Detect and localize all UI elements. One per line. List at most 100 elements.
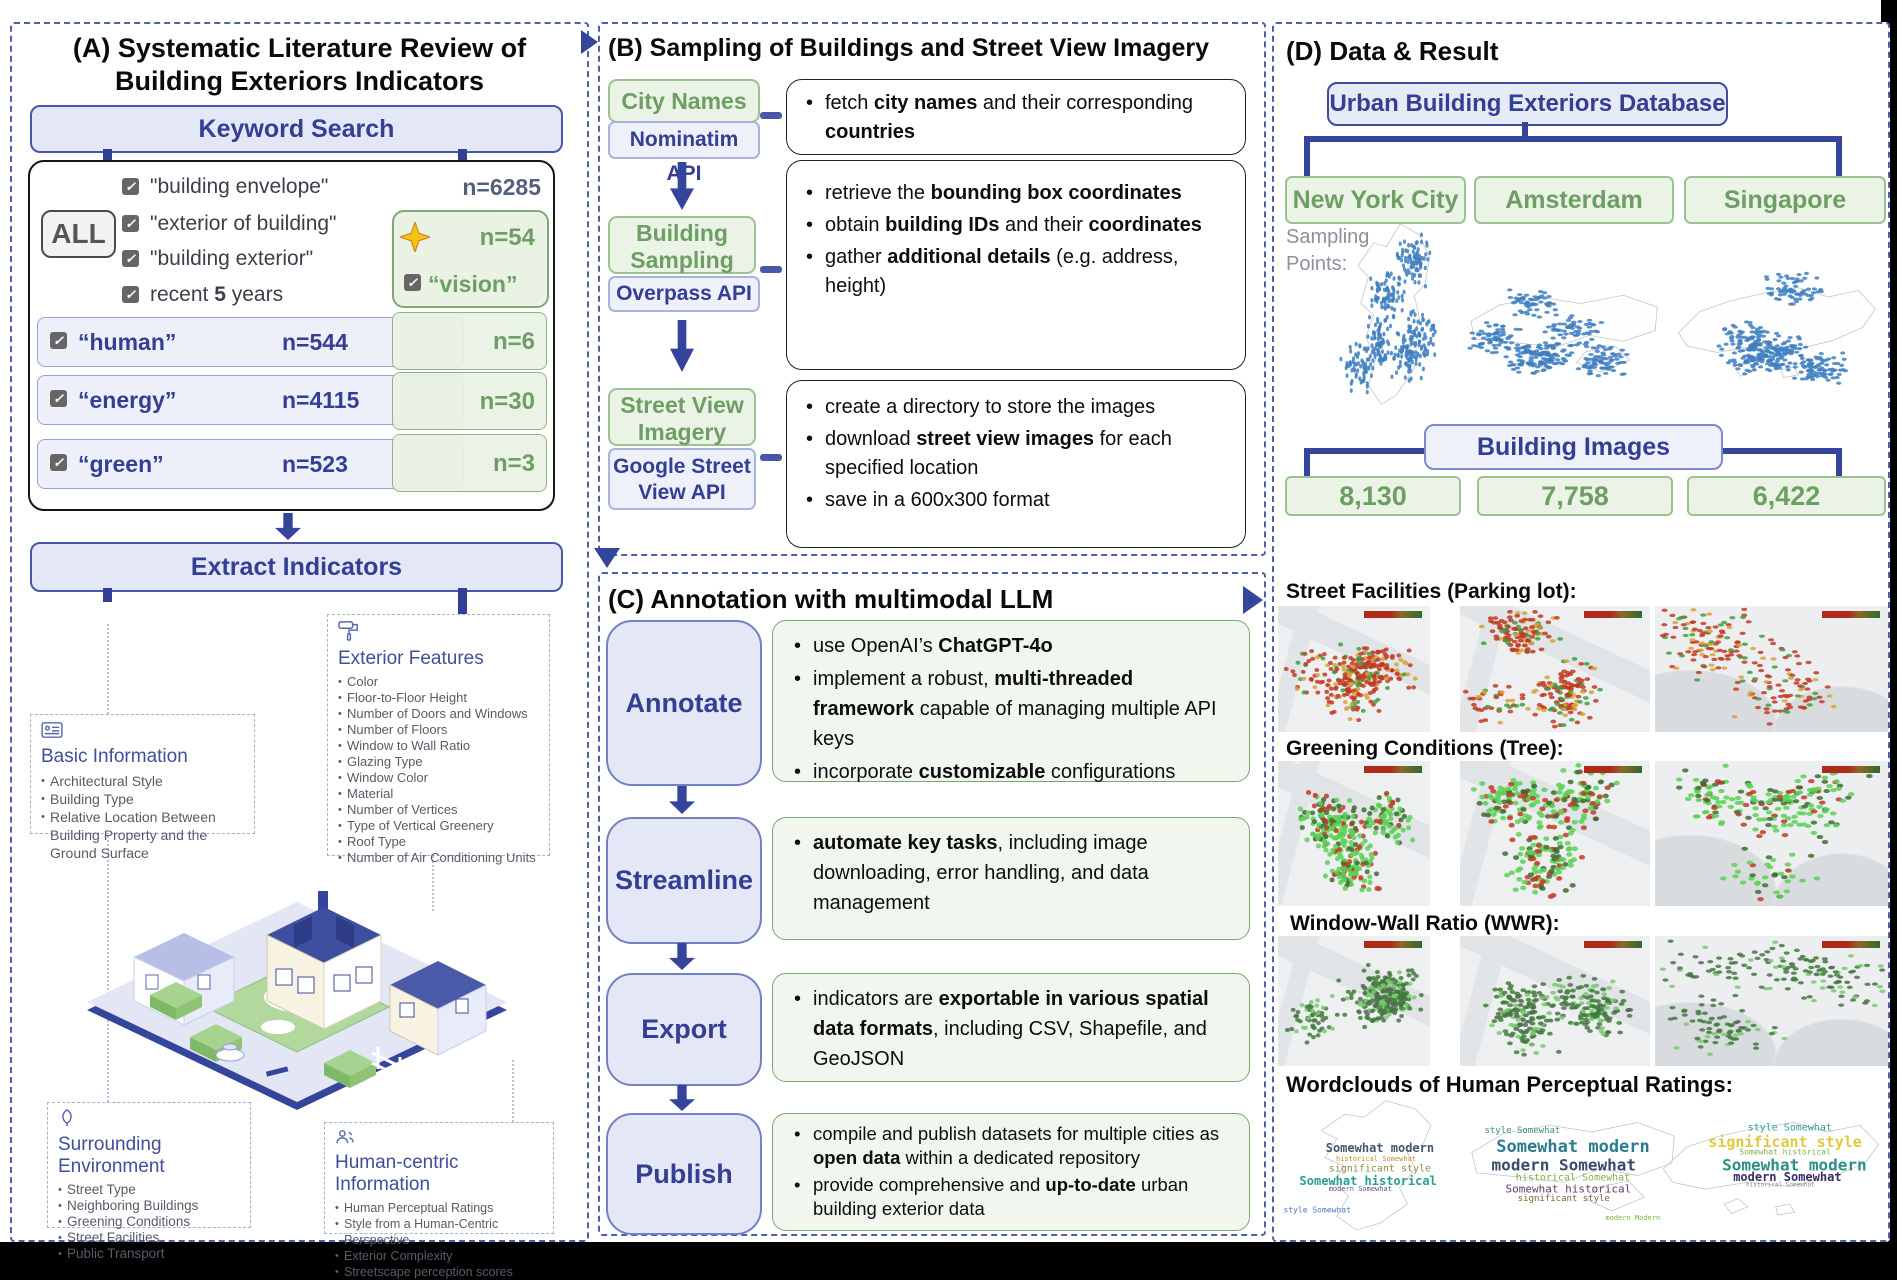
vision-filter-panel (392, 210, 549, 308)
colorbar-legend (1822, 766, 1880, 773)
bullet-item: download street view images for each spe… (799, 425, 1233, 483)
people-icon (335, 1130, 355, 1149)
bullet-item: gather additional details (e.g. address,… (799, 243, 1233, 301)
step-export: Export (606, 973, 762, 1086)
annotate-details: use OpenAI’s ChatGPT-4o implement a robu… (772, 620, 1250, 787)
map-greening-singapore (1655, 761, 1888, 906)
bullet-item: incorporate customizable configurations (787, 757, 1235, 787)
list-item: Glazing Type (338, 754, 539, 770)
sampling-label-line2: Points: (1286, 253, 1348, 275)
connector-stub (458, 149, 467, 162)
list-item: Street Type (58, 1182, 240, 1198)
wordcloud-word: style Somewhat (1747, 1122, 1832, 1134)
checkbox-icon[interactable]: ✓ (122, 286, 139, 303)
map-row-label-wwr: Window-Wall Ratio (WWR): (1290, 912, 1560, 935)
sampling-label-line1: Sampling (1286, 226, 1370, 248)
checkbox-icon[interactable]: ✓ (50, 390, 67, 407)
bullet-item: create a directory to store the images (799, 393, 1233, 422)
sampling-map-singapore (1670, 264, 1884, 396)
wordcloud-word: Somewhat historical (1739, 1147, 1831, 1157)
panel-b-title: (B) Sampling of Buildings and Street Vie… (608, 34, 1210, 62)
list-item: Greening Conditions (58, 1214, 240, 1230)
connector-dash (760, 112, 782, 119)
step-building-sampling: Building Sampling (608, 216, 756, 274)
sampling-map-new-york (1330, 220, 1458, 410)
bullet-item: fetch city names and their corresponding… (799, 89, 1233, 147)
map-greening-amsterdam (1460, 761, 1650, 906)
map-wwr-amsterdam (1460, 936, 1650, 1066)
bullet-item: compile and publish datasets for multipl… (787, 1122, 1235, 1170)
wordcloud-word: Somewhat historical (1505, 1182, 1632, 1196)
wordcloud-word: modern Somewhat (1328, 1185, 1392, 1194)
list-item: Neighboring Buildings (58, 1198, 240, 1214)
map-parking-new-york (1278, 606, 1430, 732)
criterion-building-envelope: "building envelope" (150, 175, 329, 198)
paint-roller-icon (338, 621, 360, 645)
panel-b-sampling: (B) Sampling of Buildings and Street Vie… (598, 22, 1266, 556)
connector-line (1304, 448, 1310, 476)
step-city-names: City Names (608, 79, 760, 123)
checkbox-icon[interactable]: ✓ (122, 178, 139, 195)
criterion-exterior-of-building: "exterior of building" (150, 212, 337, 235)
isometric-neighborhood-illustration (87, 891, 507, 1110)
export-details: indicators are exportable in various spa… (772, 973, 1250, 1082)
wordclouds-label: Wordclouds of Human Perceptual Ratings: (1286, 1072, 1733, 1097)
panel-d-data-result: (D) Data & Result Urban Building Exterio… (1272, 22, 1890, 1242)
down-arrow-icon (275, 513, 301, 540)
checkbox-icon[interactable]: ✓ (404, 274, 421, 291)
map-row-label-parking: Street Facilities (Parking lot): (1286, 580, 1577, 603)
sampling-points-label: Sampling Points: (1286, 224, 1369, 278)
list-item: Number of Air Conditioning Units (338, 850, 539, 866)
vision-count-energy-box (392, 372, 547, 430)
panel-a-literature-review: (A) Systematic Literature Review of Buil… (10, 22, 589, 1280)
wordcloud-word: significant style (1328, 1163, 1432, 1175)
leaf-icon (58, 1109, 76, 1131)
wordcloud-word: modern Somewhat (1733, 1169, 1842, 1184)
connector-line (1836, 448, 1842, 476)
keyword-human: “human” (78, 329, 177, 355)
detail-box-street-view: create a directory to store the images d… (786, 380, 1246, 548)
list-item: Color (338, 674, 539, 690)
count-singapore: 6,422 (1687, 476, 1886, 516)
colorbar-legend (1584, 611, 1642, 618)
dotted-connector (432, 856, 434, 911)
bullet-item: indicators are exportable in various spa… (787, 984, 1235, 1074)
database-box: Urban Building Exteriors Database (1327, 82, 1728, 126)
checkbox-icon[interactable]: ✓ (50, 454, 67, 471)
map-wwr-singapore (1655, 936, 1888, 1066)
wordcloud-word: Somewhat modern (1325, 1141, 1435, 1156)
connector-stub (458, 588, 467, 614)
wordcloud-word: modern Modern (1605, 1213, 1661, 1222)
checkbox-icon[interactable]: ✓ (50, 332, 67, 349)
wordcloud-word: Somewhat historical (1299, 1173, 1437, 1188)
dotted-connector (107, 624, 109, 714)
map-row-label-greening: Greening Conditions (Tree): (1286, 737, 1564, 760)
flow-arrow-b-to-c (594, 548, 620, 568)
list-item: Window to Wall Ratio (338, 738, 539, 754)
wordcloud-word: Somewhat modern (1496, 1136, 1650, 1157)
connector-line (1304, 136, 1842, 142)
group-title: Basic Information (41, 746, 188, 767)
vision-count-green: n=3 (492, 450, 535, 477)
vision-keyword: “vision” (428, 271, 518, 297)
panel-a-title-line2: Building Exteriors Indicators (114, 66, 485, 96)
panel-c-annotation: (C) Annotation with multimodal LLM Annot… (598, 572, 1266, 1236)
connector-line (1304, 136, 1310, 176)
map-wwr-new-york (1278, 936, 1430, 1066)
count-energy: n=4115 (282, 387, 360, 413)
step-street-view-imagery: Street View Imagery (608, 388, 756, 446)
sparkle-icon (400, 222, 430, 252)
detail-box-city-names: fetch city names and their corresponding… (786, 79, 1246, 155)
down-arrow-icon (669, 943, 695, 970)
basic-information-group: Basic Information Architectural Style Bu… (30, 714, 255, 861)
count-green: n=523 (282, 451, 348, 477)
step-annotate: Annotate (606, 620, 762, 786)
checkbox-icon[interactable]: ✓ (122, 250, 139, 267)
vision-count: n=54 (479, 224, 535, 251)
bullet-item: automate key tasks, including image down… (787, 828, 1235, 918)
checkbox-icon[interactable]: ✓ (122, 215, 139, 232)
colorbar-legend (1364, 766, 1422, 773)
